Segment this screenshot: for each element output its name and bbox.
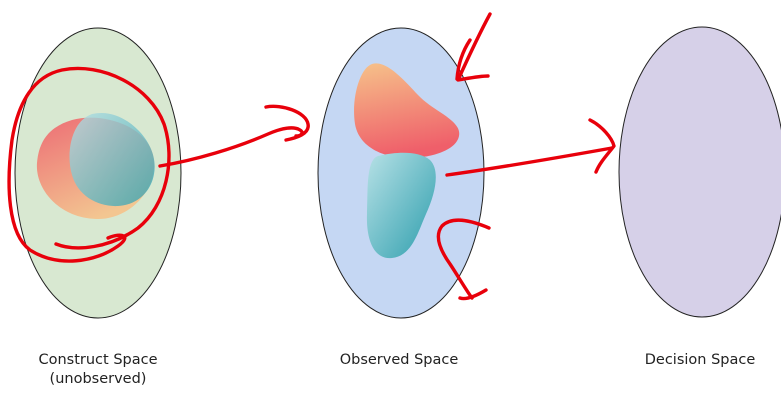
construct-circle-annotation	[7, 66, 171, 263]
construct-space-label: Construct Space	[38, 352, 158, 368]
construct-space-sublabel: (unobserved)	[49, 371, 147, 387]
incoming-arrow-top-head	[455, 38, 472, 81]
observed-warm-blob	[354, 63, 460, 159]
arrow-construct-to-observed	[158, 126, 304, 168]
arrow-observed-to-decision	[445, 146, 614, 177]
arrow-construct-to-observed-head	[264, 104, 310, 142]
construct-cool-blob	[69, 112, 155, 207]
observed-space-label: Observed Space	[339, 352, 459, 368]
observed-cool-blob	[366, 152, 436, 259]
decision-space-caption: Decision Space	[610, 351, 781, 370]
incoming-arrow-bottom-tail	[458, 288, 488, 301]
observed-space-caption: Observed Space	[309, 351, 489, 370]
decision-space-label: Decision Space	[644, 352, 756, 368]
red-annotations	[7, 12, 616, 301]
incoming-arrow-top	[456, 12, 492, 82]
incoming-arrow-bottom	[436, 218, 491, 300]
decision-space-ellipse	[618, 26, 781, 318]
arrow-observed-to-decision-head	[588, 118, 616, 174]
construct-space-caption: Construct Space (unobserved)	[8, 351, 188, 389]
